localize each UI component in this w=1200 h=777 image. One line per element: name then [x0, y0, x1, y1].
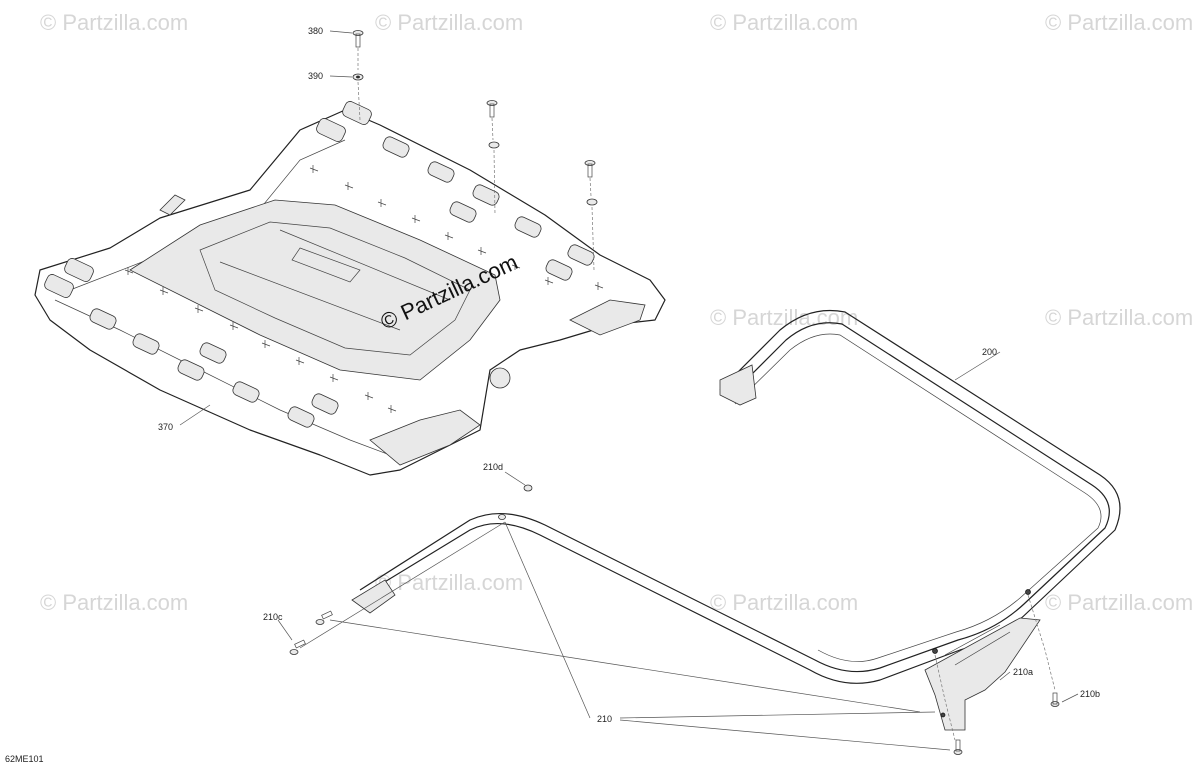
fastener-axis — [934, 654, 956, 741]
bar-200 — [351, 309, 1121, 684]
fastener-axis — [589, 177, 595, 271]
callout-390: 390 — [308, 71, 323, 81]
callout-210d: 210d — [483, 462, 503, 472]
callout-210b: 210b — [1080, 689, 1100, 699]
watermark: © Partzilla.com — [710, 590, 858, 615]
callout-370: 370 — [158, 422, 173, 432]
roof-panel-370 — [34, 101, 666, 476]
fastener-axis — [1027, 594, 1056, 691]
watermark: © Partzilla.com — [710, 305, 858, 330]
fastener-axis — [357, 48, 361, 121]
bolt-210-bottom — [953, 739, 963, 755]
bolt-center — [486, 100, 500, 149]
callout-210a: 210a — [1013, 667, 1033, 677]
leader-lines — [179, 30, 1079, 751]
callout-380: 380 — [308, 26, 323, 36]
nut-210d — [498, 484, 533, 520]
diagram-code: 62ME101 — [5, 754, 44, 764]
tie-down-hooks — [124, 165, 604, 413]
bolt-210b — [1050, 692, 1060, 707]
fastener-axis — [491, 117, 496, 216]
watermark: © Partzilla.com — [710, 10, 858, 35]
bolt-right — [584, 160, 598, 206]
callout-labels: 380 390 370 200 210d 210c 210 210a 210b … — [5, 26, 1100, 764]
watermark: © Partzilla.com — [1045, 305, 1193, 330]
washer-390 — [352, 73, 364, 81]
watermark: © Partzilla.com — [40, 10, 188, 35]
bolt-380 — [352, 30, 364, 48]
mounting-pads — [44, 101, 595, 428]
watermark: © Partzilla.com — [1045, 10, 1193, 35]
callout-200: 200 — [982, 347, 997, 357]
watermark: © Partzilla.com — [1045, 590, 1193, 615]
watermark: © Partzilla.com — [375, 570, 523, 595]
callout-210: 210 — [597, 714, 612, 724]
bolt-210c — [289, 639, 306, 655]
watermark: © Partzilla.com — [40, 590, 188, 615]
bracket-210a — [924, 589, 1041, 731]
bolt-210c-2 — [315, 610, 333, 625]
callout-210c: 210c — [263, 612, 283, 622]
watermark: © Partzilla.com — [375, 10, 523, 35]
